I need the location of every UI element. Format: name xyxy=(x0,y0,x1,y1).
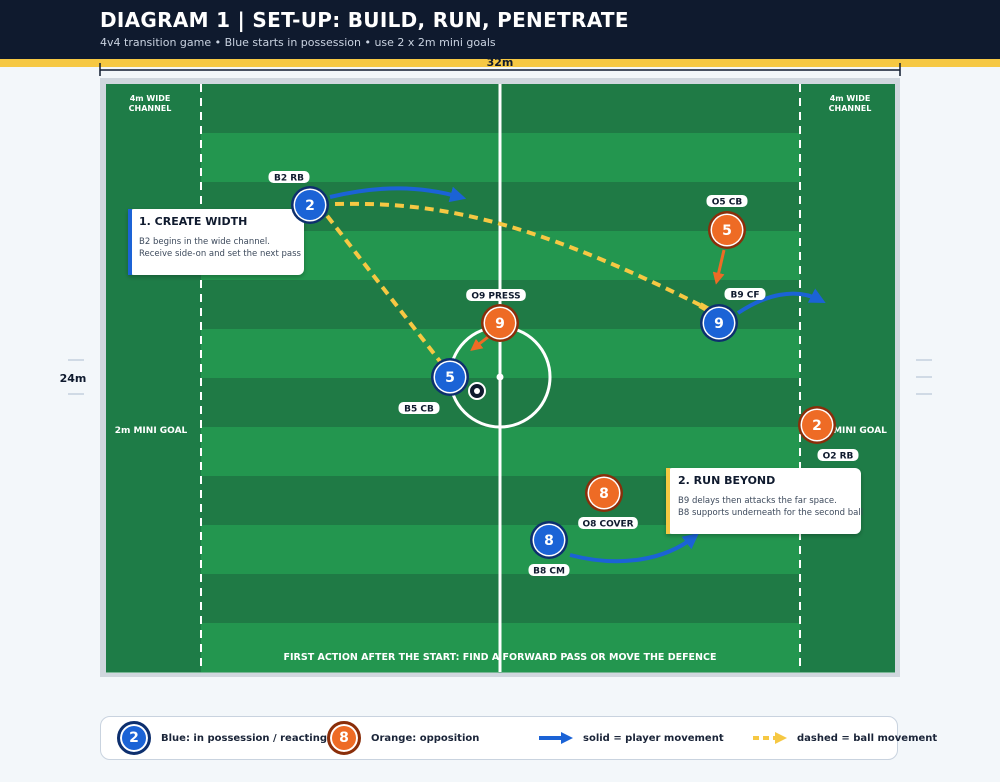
callout-create-width xyxy=(128,209,304,275)
player-label-bg xyxy=(578,517,638,529)
opposition-movement-paths xyxy=(470,249,726,351)
legend-solid-label: solid = player movement xyxy=(583,732,724,744)
player-token xyxy=(589,478,619,508)
legend-solid: solid = player movement xyxy=(539,717,724,759)
player-number: 9 xyxy=(495,316,505,332)
player-token xyxy=(704,308,734,338)
player-b5: 5 B5 CB xyxy=(398,358,469,415)
player-token xyxy=(435,362,465,392)
height-dimension: 24m xyxy=(60,359,932,395)
player-o9: 9 O9 PRESS xyxy=(466,289,526,342)
legend-orange-token: 8 xyxy=(327,721,361,755)
player-number: 8 xyxy=(544,533,554,549)
player-label: B5 CB xyxy=(404,405,434,415)
legend-blue: 2 Blue: in possession / reacting xyxy=(117,717,327,759)
legend-dashed-label: dashed = ball movement xyxy=(797,732,938,744)
centre-spot xyxy=(496,373,504,381)
legend-orange-label: Orange: opposition xyxy=(371,732,480,744)
left-goal-label: 2m MINI GOAL xyxy=(115,426,188,436)
callout-run-beyond-line1: B9 delays then attacks the far space. xyxy=(678,496,837,506)
player-o5: 5 O5 CB xyxy=(706,195,748,249)
player-number: 9 xyxy=(714,316,724,332)
player-label: O5 CB xyxy=(712,198,743,208)
callout-run-beyond-line2: B8 supports underneath for the second ba… xyxy=(678,508,863,518)
pass-b2-to-b5 xyxy=(316,202,444,366)
player-token xyxy=(802,410,832,440)
width-dimension: 32m xyxy=(99,56,901,76)
player-label-bg xyxy=(268,171,310,183)
player-label: O8 COVER xyxy=(582,520,633,530)
player-movement-paths xyxy=(329,186,826,564)
player-o2: 2 O2 RB xyxy=(798,406,859,462)
page-subtitle: 4v4 transition game • Blue starts in pos… xyxy=(100,36,496,49)
accent-stripe xyxy=(0,59,1000,67)
legend: 2 Blue: in possession / reacting 8 Orang… xyxy=(100,716,937,760)
player-o8: 8 O8 COVER xyxy=(578,474,638,530)
right-wide-channel xyxy=(800,84,895,672)
player-b2: 2 B2 RB xyxy=(268,171,329,224)
right-goal-label: MINI GOAL xyxy=(833,426,887,436)
player-number: 5 xyxy=(722,223,732,239)
player-label-bg xyxy=(466,289,526,301)
legend-orange: 8 Orange: opposition xyxy=(327,717,479,759)
player-token xyxy=(712,215,742,245)
player-label-bg xyxy=(528,564,570,576)
b9-run xyxy=(736,288,826,315)
solid-arrow-icon xyxy=(539,732,573,744)
page-title: DIAGRAM 1 | SET-UP: BUILD, RUN, PENETRAT… xyxy=(100,8,629,32)
callout-run-beyond-title: 2. RUN BEYOND xyxy=(678,474,775,487)
callout-create-width-line1: B2 begins in the wide channel. xyxy=(139,237,270,247)
player-token xyxy=(485,308,515,338)
b8-run xyxy=(569,533,700,564)
left-channel-label-2: CHANNEL xyxy=(129,104,172,113)
left-channel-label-1: 4m WIDE xyxy=(130,94,171,103)
legend-blue-label: Blue: in possession / reacting xyxy=(161,732,327,744)
player-label: O2 RB xyxy=(823,452,854,462)
player-number: 2 xyxy=(812,418,822,434)
player-number: 5 xyxy=(445,370,455,386)
ball xyxy=(468,382,486,400)
player-label: O9 PRESS xyxy=(471,292,520,302)
player-token xyxy=(534,525,564,555)
player-label-bg xyxy=(724,288,766,300)
player-label-bg xyxy=(398,402,440,414)
right-channel-label-1: 4m WIDE xyxy=(830,94,871,103)
dashed-arrow-icon xyxy=(753,732,787,744)
right-channel-label-2: CHANNEL xyxy=(829,104,872,113)
left-wide-channel xyxy=(106,84,201,672)
player-b9: 9 B9 CF xyxy=(700,288,766,342)
player-number: 2 xyxy=(305,198,315,214)
o9-press xyxy=(470,335,489,351)
callout-create-width-line2: Receive side-on and set the next pass xyxy=(139,249,302,259)
b2-run xyxy=(329,186,467,203)
players-layer: 2 B2 RB 5 B5 CB 8 B8 CM 9 B9 CF 5 O5 CB 9 O9 PRESS 8… xyxy=(268,171,859,577)
callout-create-width-title: 1. CREATE WIDTH xyxy=(139,215,247,228)
player-label: B9 CF xyxy=(730,291,759,301)
legend-blue-token: 2 xyxy=(117,721,151,755)
width-label: 32m xyxy=(487,56,514,69)
pass-b2-to-b9 xyxy=(334,201,701,307)
bottom-note: FIRST ACTION AFTER THE START: FIND A FOR… xyxy=(284,652,717,663)
legend-dashed: dashed = ball movement xyxy=(753,717,937,759)
player-token xyxy=(295,190,325,220)
player-b8: 8 B8 CM xyxy=(528,521,570,577)
player-number: 8 xyxy=(599,486,609,502)
player-label-bg xyxy=(817,449,859,461)
o5-step xyxy=(712,249,726,285)
callout-run-beyond xyxy=(666,468,861,534)
player-label: B8 CM xyxy=(533,567,565,577)
header-bar: DIAGRAM 1 | SET-UP: BUILD, RUN, PENETRAT… xyxy=(0,0,1000,59)
player-label: B2 RB xyxy=(274,174,304,184)
height-label: 24m xyxy=(60,372,87,385)
player-label-bg xyxy=(706,195,748,207)
